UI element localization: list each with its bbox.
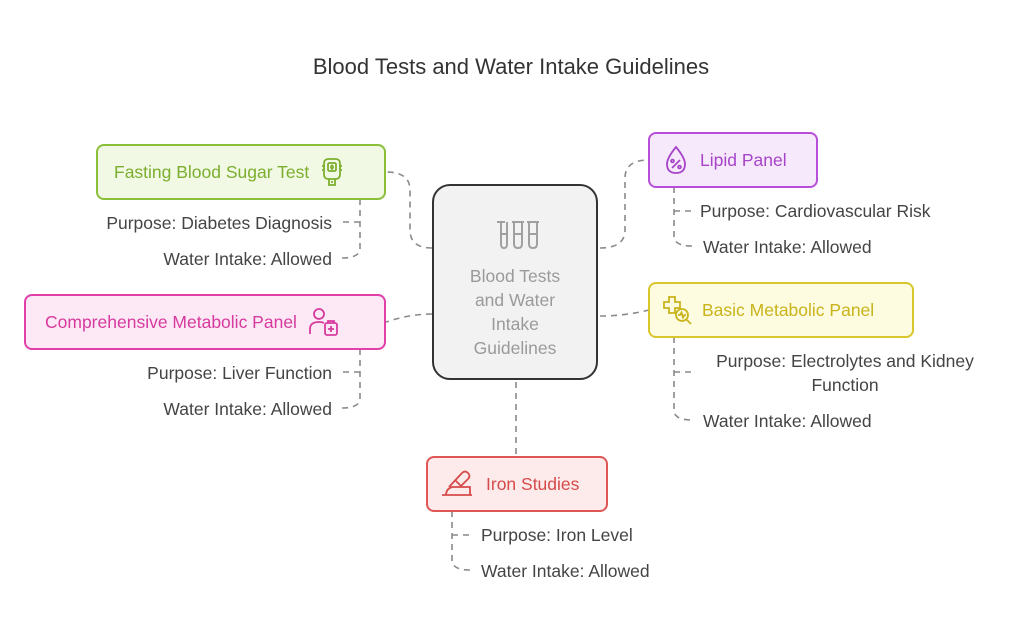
detail-line-basic — [673, 337, 693, 421]
node-comprehensive-label: Comprehensive Metabolic Panel — [45, 311, 297, 332]
connector-lipid — [599, 159, 650, 249]
diagram-title: Blood Tests and Water Intake Guidelines — [312, 54, 710, 79]
iron-water-intake: Water Intake: Allowed — [481, 561, 650, 581]
pill-plate-icon — [440, 469, 474, 499]
node-lipid-panel: Lipid Panel — [648, 132, 818, 188]
detail-line-lipid — [673, 187, 693, 247]
detail-line-iron — [451, 511, 471, 571]
connector-fasting — [385, 171, 433, 249]
node-fasting-blood-sugar: Fasting Blood Sugar Test — [96, 144, 386, 200]
glucose-meter-icon — [321, 157, 343, 187]
node-basic-metabolic-panel: Basic Metabolic Panel — [648, 282, 914, 338]
connector-basic — [599, 309, 650, 317]
node-fasting-label: Fasting Blood Sugar Test — [114, 161, 310, 182]
basic-water-intake: Water Intake: Allowed — [703, 411, 872, 431]
node-iron-studies: Iron Studies — [426, 456, 608, 512]
connector-comprehensive — [385, 313, 433, 323]
detail-line-fasting — [341, 199, 361, 259]
lipid-purpose: Purpose: Cardiovascular Risk — [700, 201, 931, 221]
fasting-purpose: Purpose: Diabetes Diagnosis — [106, 213, 332, 233]
node-iron-label: Iron Studies — [486, 473, 580, 494]
lipid-water-intake: Water Intake: Allowed — [703, 237, 872, 257]
iron-purpose: Purpose: Iron Level — [481, 525, 633, 545]
detail-line-comprehensive — [341, 349, 361, 409]
comprehensive-purpose: Purpose: Liver Function — [147, 363, 332, 383]
central-topic-label: Blood Tests and Water Intake Guidelines — [469, 266, 561, 358]
test-tubes-icon — [496, 220, 540, 255]
drop-percent-icon — [664, 145, 688, 175]
node-comprehensive-metabolic-panel: Comprehensive Metabolic Panel — [24, 294, 386, 350]
central-topic: Blood Tests and Water Intake Guidelines — [432, 184, 598, 380]
node-lipid-label: Lipid Panel — [700, 149, 787, 170]
fasting-water-intake: Water Intake: Allowed — [163, 249, 332, 269]
basic-purpose: Purpose: Electrolytes and Kidney Functio… — [716, 351, 974, 395]
node-basic-label: Basic Metabolic Panel — [702, 299, 875, 320]
medical-search-icon — [662, 295, 692, 325]
comprehensive-water-intake: Water Intake: Allowed — [163, 399, 332, 419]
patient-medical-icon — [309, 307, 339, 337]
